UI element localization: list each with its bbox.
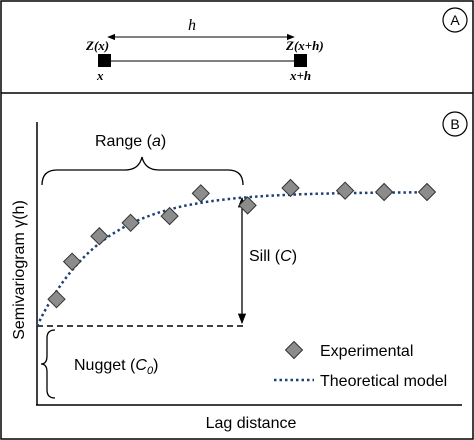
- experimental-point: [191, 184, 210, 203]
- experimental-point: [160, 206, 179, 226]
- experimental-point: [374, 182, 394, 202]
- legend-experimental-label: Experimental: [320, 343, 413, 360]
- experimental-points: [47, 178, 437, 309]
- sill-label: Sill (C): [249, 248, 297, 265]
- panel-a: A h Z(x) Z(x+h) x x+h: [85, 7, 468, 83]
- experimental-point: [238, 196, 257, 215]
- experimental-point: [335, 181, 355, 200]
- distance-label: h: [188, 17, 196, 34]
- experimental-point: [47, 290, 66, 309]
- experimental-point: [62, 252, 82, 271]
- right-point-value-label: Z(x+h): [285, 38, 324, 53]
- experimental-point: [281, 178, 300, 198]
- experimental-point: [90, 227, 109, 246]
- legend: Experimental Theoretical model: [274, 340, 447, 390]
- nugget-label: Nugget (C0): [74, 357, 158, 377]
- right-point-position-label: x+h: [289, 68, 311, 83]
- left-point-value-label: Z(x): [85, 38, 109, 53]
- panel-b: B Semivariogram γ(h) Lag distance Range …: [11, 111, 468, 432]
- x-axis-label: Lag distance: [206, 415, 297, 432]
- left-point-position-label: x: [96, 68, 104, 83]
- right-point-marker: [294, 54, 307, 67]
- panel-a-badge-label: A: [450, 12, 460, 28]
- panel-b-badge-label: B: [450, 116, 459, 132]
- range-brace: [41, 156, 244, 186]
- y-axis-label: Semivariogram γ(h): [11, 200, 28, 340]
- experimental-point: [121, 213, 140, 233]
- panel-b-badge: [442, 111, 468, 137]
- experimental-point: [417, 182, 437, 202]
- panel-a-badge: [442, 7, 468, 33]
- range-label: Range (a): [95, 133, 166, 150]
- legend-theoretical-label: Theoretical model: [320, 373, 447, 390]
- legend-experimental-marker: [284, 340, 304, 360]
- nugget-brace: [40, 329, 56, 399]
- left-point-marker: [98, 54, 111, 67]
